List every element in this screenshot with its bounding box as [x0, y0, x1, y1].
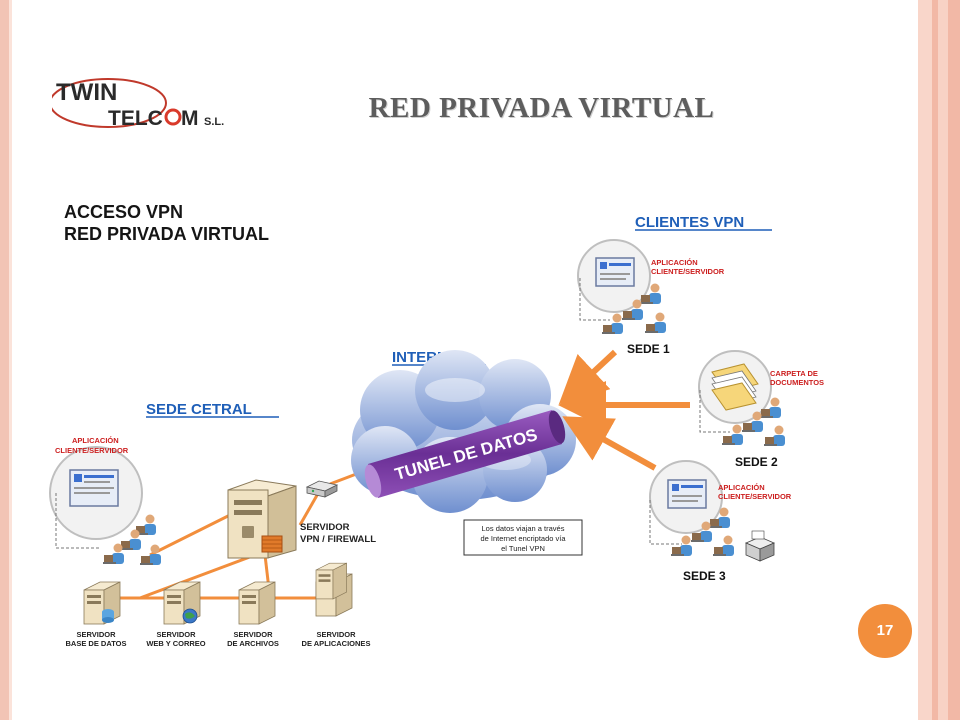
sede-1-label-1: APLICACIÓN — [651, 258, 698, 267]
heading-line-2: RED PRIVADA VIRTUAL — [64, 224, 270, 244]
company-logo: TWIN TELC M S.L. — [52, 78, 224, 130]
logo-letter-m: M — [181, 107, 199, 130]
vpn-arrows — [558, 349, 690, 471]
diagram-heading: ACCESO VPN RED PRIVADA VIRTUAL — [64, 201, 269, 245]
sede-2-label-1: CARPETA DE — [770, 369, 818, 378]
central-app-bubble — [49, 446, 143, 549]
left-border-stripe — [0, 0, 9, 720]
page-number-badge: 17 — [858, 604, 912, 658]
sede-2-site — [698, 350, 785, 446]
server-label-3-line1: SERVIDOR — [233, 630, 273, 639]
logo-word-twin: TWIN — [56, 79, 117, 106]
web-mail-server-icon — [163, 581, 201, 625]
server-label-1-line1: SERVIDOR — [76, 630, 116, 639]
left-border-stripe-light — [9, 0, 12, 720]
sede-2-name: SEDE 2 — [735, 455, 778, 469]
server-label-4-line2: DE APLICACIONES — [302, 639, 371, 648]
database-server-icon — [83, 581, 121, 625]
encryption-note: Los datos viajan a través de Internet en… — [463, 519, 583, 556]
server-labels: SERVIDOR BASE DE DATOS SERVIDOR WEB Y CO… — [66, 630, 371, 648]
logo-suffix: S.L. — [204, 116, 224, 128]
server-label-2-line2: WEB Y CORREO — [146, 639, 205, 648]
sede-3-label-1: APLICACIÓN — [718, 483, 765, 492]
note-line-3: el Tunel VPN — [501, 544, 545, 553]
sede-1-label-2: CLIENTE/SERVIDOR — [651, 267, 725, 276]
clientes-vpn-label: CLIENTES VPN — [635, 214, 744, 231]
sede-3-site — [649, 460, 776, 562]
server-label-2-line1: SERVIDOR — [156, 630, 196, 639]
sede-3-name: SEDE 3 — [683, 569, 726, 583]
server-label-1-line2: BASE DE DATOS — [66, 639, 127, 648]
logo-swoosh — [52, 78, 167, 128]
heading-line-1: ACCESO VPN — [64, 202, 184, 222]
right-border-stripe — [938, 0, 948, 720]
central-app-label-2: CLIENTE/SERVIDOR — [55, 446, 129, 455]
logo-o-circle — [164, 108, 182, 126]
file-server-icon — [238, 581, 276, 625]
right-border-stripe — [948, 0, 960, 720]
right-border-stripe — [932, 0, 938, 720]
vpn-server-label-2: VPN / FIREWALL — [300, 534, 376, 545]
document-folder-icon — [711, 363, 759, 411]
slide-title: RED PRIVADA VIRTUAL — [368, 92, 715, 124]
right-border-stripe — [918, 0, 932, 720]
sede-3-label-2: CLIENTE/SERVIDOR — [718, 492, 792, 501]
logo-word-telc: TELC — [108, 107, 163, 130]
server-label-3-line2: DE ARCHIVOS — [227, 639, 279, 648]
sede-1-site — [577, 239, 666, 334]
application-server-icon — [315, 562, 353, 617]
central-app-label-1: APLICACIÓN — [72, 436, 119, 445]
sede-central-label: SEDE CETRAL — [146, 401, 252, 418]
vpn-firewall-server-icon — [227, 479, 297, 559]
router-icon — [305, 480, 339, 498]
sede-1-name: SEDE 1 — [627, 342, 670, 356]
note-line-2: de Internet encriptado vía — [480, 534, 566, 543]
vpn-server-label-1: SERVIDOR — [300, 522, 350, 533]
server-label-4-line1: SERVIDOR — [316, 630, 356, 639]
note-line-1: Los datos viajan a través — [482, 524, 565, 533]
arrow-sede-3 — [562, 416, 657, 471]
printer-icon — [744, 530, 776, 562]
arrow-sede-1 — [558, 349, 618, 405]
sede-2-label-2: DOCUMENTOS — [770, 378, 824, 387]
